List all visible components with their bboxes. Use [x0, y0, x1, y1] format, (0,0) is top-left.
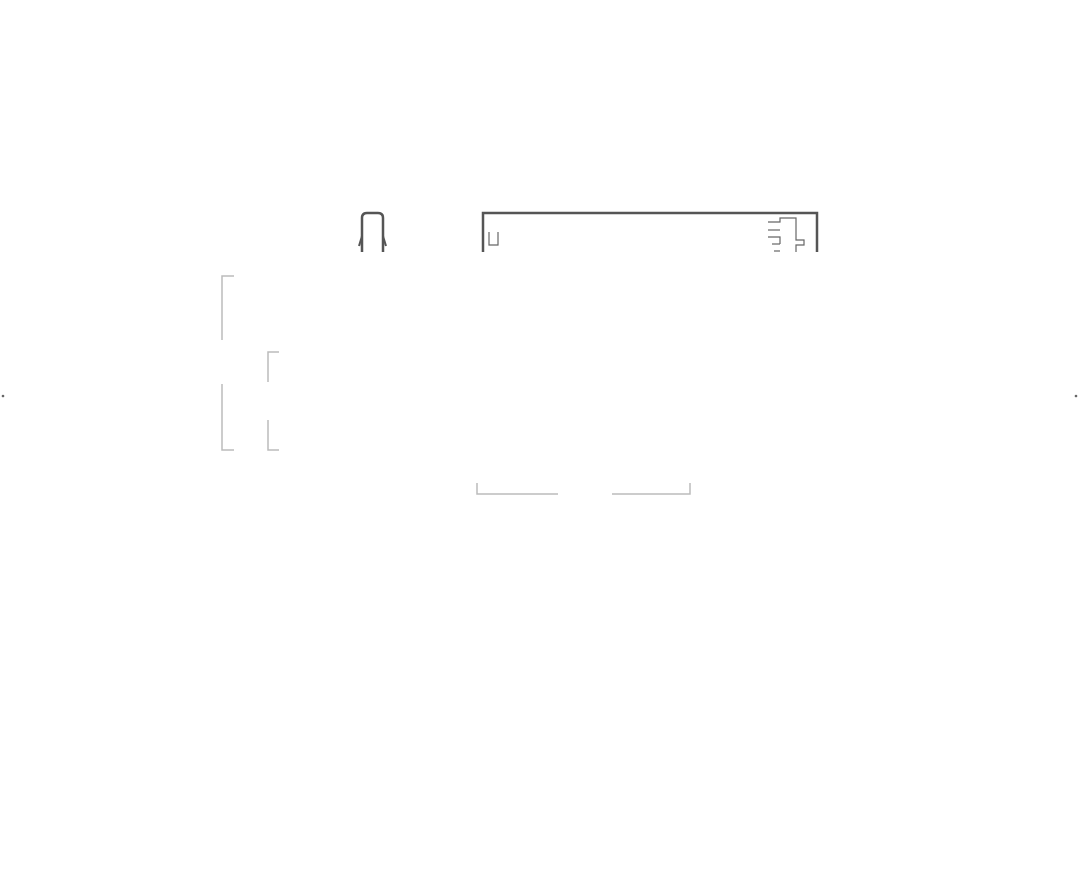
- left-outer-bracket: [221, 275, 234, 451]
- small-notch-glyph: [488, 232, 499, 246]
- stepped-bracket-glyph: [768, 217, 805, 252]
- bent-u-connector: [358, 211, 387, 252]
- left-inner-bracket: [267, 351, 279, 451]
- left-edge-dot: [1, 394, 5, 398]
- right-edge-dot: [1074, 394, 1078, 398]
- top-frame: [481, 211, 819, 252]
- bottom-bracket: [476, 483, 691, 495]
